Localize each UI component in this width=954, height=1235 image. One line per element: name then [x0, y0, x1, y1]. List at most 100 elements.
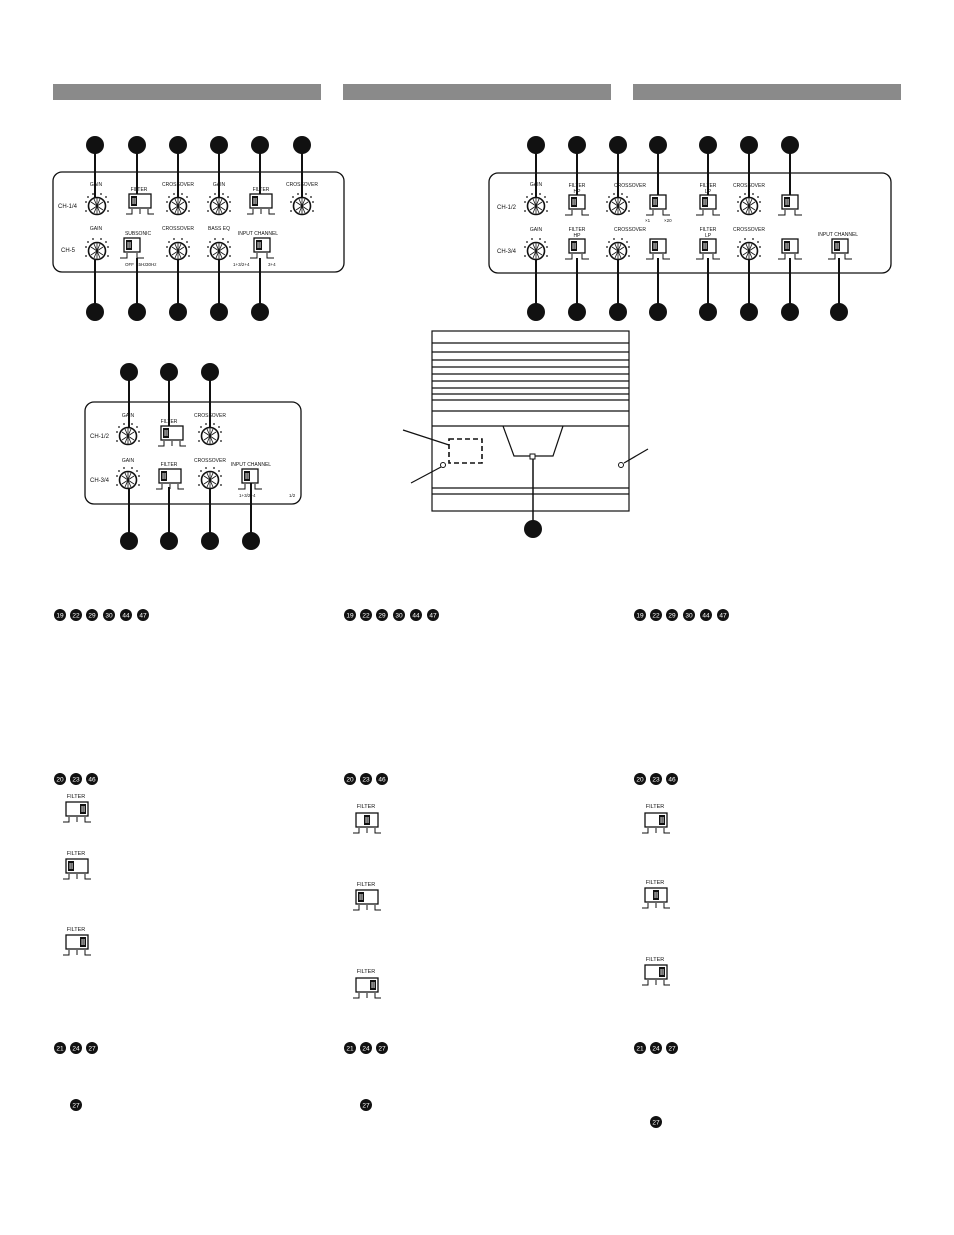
callout-row-b: 20 23 46: [54, 773, 98, 785]
crossover-label: CROSSOVER: [286, 182, 318, 188]
filter-label: FILTER: [357, 804, 376, 810]
crossover-label: CROSSOVER: [194, 413, 226, 419]
crossover-label: CROSSOVER: [162, 226, 194, 232]
callout-number: 46: [378, 777, 386, 784]
panel-5ch-bottom-callouts: [86, 258, 269, 321]
input-c-label: 1/2: [289, 493, 296, 498]
callout-row-c: 21 24 27 27: [634, 1042, 678, 1128]
callout-number: 19: [56, 613, 64, 620]
callout-number: 47: [139, 613, 147, 620]
column-3-callouts: 19 22 29 30 44 47 20 23 46 21 24 27 27 F…: [634, 609, 729, 1128]
panel-4ch-wide: CH-1/2 GAIN FILTER HP CROSSOVER ×1 ×20 F…: [488, 136, 892, 321]
subsonic-label: SUBSONIC: [125, 231, 152, 237]
hp-label: HP: [574, 233, 582, 239]
input-channel-label: INPUT CHANNEL: [238, 231, 278, 237]
amplifier-illustration: [402, 330, 649, 538]
x20-label: ×20: [664, 218, 672, 223]
column-1-callouts: 19 22 29 30 44 47 20 23 46 21 24 27 27 F…: [54, 609, 149, 1111]
filter-switch-lp: [641, 812, 671, 834]
gain-label: GAIN: [122, 458, 135, 464]
callout-number: 29: [88, 613, 96, 620]
label-ch34: CH-3/4: [90, 478, 110, 484]
callout-number: 22: [72, 613, 80, 620]
callout-row-a: 19 22 29 30 44 47: [634, 609, 729, 621]
callout-number: 44: [412, 613, 420, 620]
callout-number: 19: [346, 613, 354, 620]
input-channel-label: INPUT CHANNEL: [818, 232, 858, 238]
section-header-bar-3: [633, 84, 901, 100]
callout-number: 27: [88, 1046, 96, 1053]
callout-number: 21: [346, 1046, 354, 1053]
input-a-label: 1+3/2+4: [239, 493, 256, 498]
section-header-bar-2: [343, 84, 611, 100]
callout-number: 23: [652, 777, 660, 784]
filter-switch-lp: [352, 977, 382, 999]
filter-label: FILTER: [646, 880, 665, 886]
hp-label: HP: [574, 189, 582, 195]
filter-label: FILTER: [67, 851, 86, 857]
callout-row-c: 21 24 27 27: [54, 1042, 98, 1111]
section-header-bar-1: [53, 84, 321, 100]
column-2-callouts: 19 22 29 30 44 47 20 23 46 21 24 27 27 F…: [344, 609, 439, 1111]
crossover-label: CROSSOVER: [614, 227, 646, 233]
label-ch5: CH-5: [61, 248, 76, 254]
callout-row-a: 19 22 29 30 44 47: [54, 609, 149, 621]
callout-number: 19: [636, 613, 644, 620]
callout-number: 30: [395, 613, 403, 620]
callout-number: 27: [378, 1046, 386, 1053]
label-ch34: CH-3/4: [497, 249, 517, 255]
callout-number: 44: [702, 613, 710, 620]
callout-row-c: 21 24 27 27: [344, 1042, 388, 1111]
callout-number: 20: [56, 777, 64, 784]
crossover-label: CROSSOVER: [614, 183, 646, 189]
x1-label: ×1: [645, 218, 651, 223]
gain-label: GAIN: [530, 227, 543, 233]
lp-label: LP: [705, 233, 712, 239]
callout-number: 27: [72, 1103, 80, 1110]
input-b-label: 3+4: [268, 262, 276, 267]
input-channel-label: INPUT CHANNEL: [231, 462, 271, 468]
filter-label: FILTER: [131, 187, 148, 193]
hz30-label: 30Hz: [146, 262, 157, 267]
panel-4ch: CH-1/2 GAIN FILTER CROSSOVER CH-3/4 GAIN…: [84, 363, 302, 550]
callout-number: 47: [429, 613, 437, 620]
panel-5ch: CH-1/4 GAIN FILTER CROSSOVER GAIN FILTER…: [52, 136, 345, 321]
filter-switch-hp: [641, 887, 671, 909]
lp-label: LP: [705, 189, 712, 195]
callout-number: 21: [56, 1046, 64, 1053]
filter-switch-lp: [62, 801, 92, 823]
callout-number: 44: [122, 613, 130, 620]
panel-5ch-top-callouts: [86, 136, 311, 200]
filter-switch-lp: [62, 934, 92, 956]
callout-number: 22: [652, 613, 660, 620]
callout-row-b: 20 23 46: [634, 773, 678, 785]
callout-row-a: 19 22 29 30 44 47: [344, 609, 439, 621]
label-ch12: CH-1/2: [497, 205, 517, 211]
filter-label: FILTER: [161, 462, 178, 468]
filter-label: FILTER: [646, 804, 665, 810]
filter-illustrations: FILTER FILTER FILTER: [352, 804, 382, 999]
filter-label: FILTER: [646, 957, 665, 963]
crossover-label: CROSSOVER: [733, 227, 765, 233]
input-a-label: 1+3/2+4: [233, 262, 250, 267]
filter-switch-off: [352, 889, 382, 911]
filter-switch-lp: [641, 964, 671, 986]
callout-number: 21: [636, 1046, 644, 1053]
filter-label: FILTER: [67, 794, 86, 800]
callout-number: 46: [668, 777, 676, 784]
callout-number: 20: [346, 777, 354, 784]
filter-label: FILTER: [253, 187, 270, 193]
callout-number: 24: [652, 1046, 660, 1053]
filter-illustrations: FILTER FILTER FILTER: [62, 794, 92, 956]
crossover-label: CROSSOVER: [733, 183, 765, 189]
label-ch14: CH-1/4: [58, 204, 78, 210]
filter-label: FILTER: [569, 183, 586, 189]
callout-number: 30: [105, 613, 113, 620]
filter-switch-hp: [352, 812, 382, 834]
callout-number: 23: [362, 777, 370, 784]
callout-number: 23: [72, 777, 80, 784]
crossover-label: CROSSOVER: [194, 458, 226, 464]
callout-number: 27: [362, 1103, 370, 1110]
off-label: OFF: [125, 262, 134, 267]
